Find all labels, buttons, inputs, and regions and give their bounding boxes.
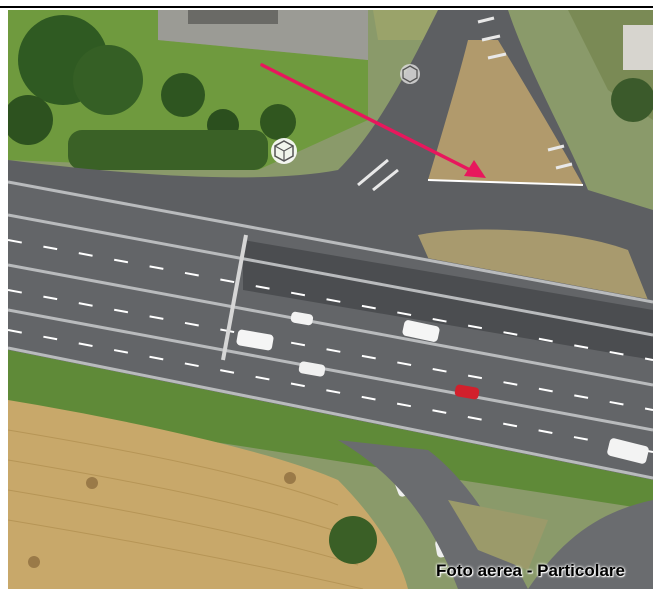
field-stripes xyxy=(8,429,364,589)
island-edge-line xyxy=(427,179,584,186)
building-right xyxy=(623,25,653,70)
grass-strip xyxy=(373,10,438,40)
lower-grass xyxy=(8,350,653,510)
lower-road xyxy=(338,440,528,589)
tree-right xyxy=(611,78,653,122)
overpass-shadow xyxy=(243,240,653,360)
traffic-island xyxy=(428,40,583,185)
lower-road-right xyxy=(528,500,653,589)
lower-island xyxy=(448,500,548,570)
highway-asphalt xyxy=(8,180,653,480)
direction-arrow xyxy=(260,63,486,178)
bridge-joint xyxy=(221,234,248,361)
aerial-photo xyxy=(8,10,653,589)
road-markings xyxy=(357,16,573,192)
marker-1-cube-marker-icon xyxy=(271,138,297,164)
hay-bales xyxy=(28,472,296,568)
field-tree xyxy=(329,516,377,564)
trees xyxy=(8,15,296,170)
lane-dashes xyxy=(8,239,653,453)
vehicles xyxy=(236,311,649,558)
building-roof xyxy=(188,10,278,24)
top-border-line xyxy=(0,6,653,8)
guardrails xyxy=(8,180,653,480)
photo-caption: Foto aerea - Particolare xyxy=(436,561,625,580)
marker-2-cube-marker-icon xyxy=(400,64,420,84)
